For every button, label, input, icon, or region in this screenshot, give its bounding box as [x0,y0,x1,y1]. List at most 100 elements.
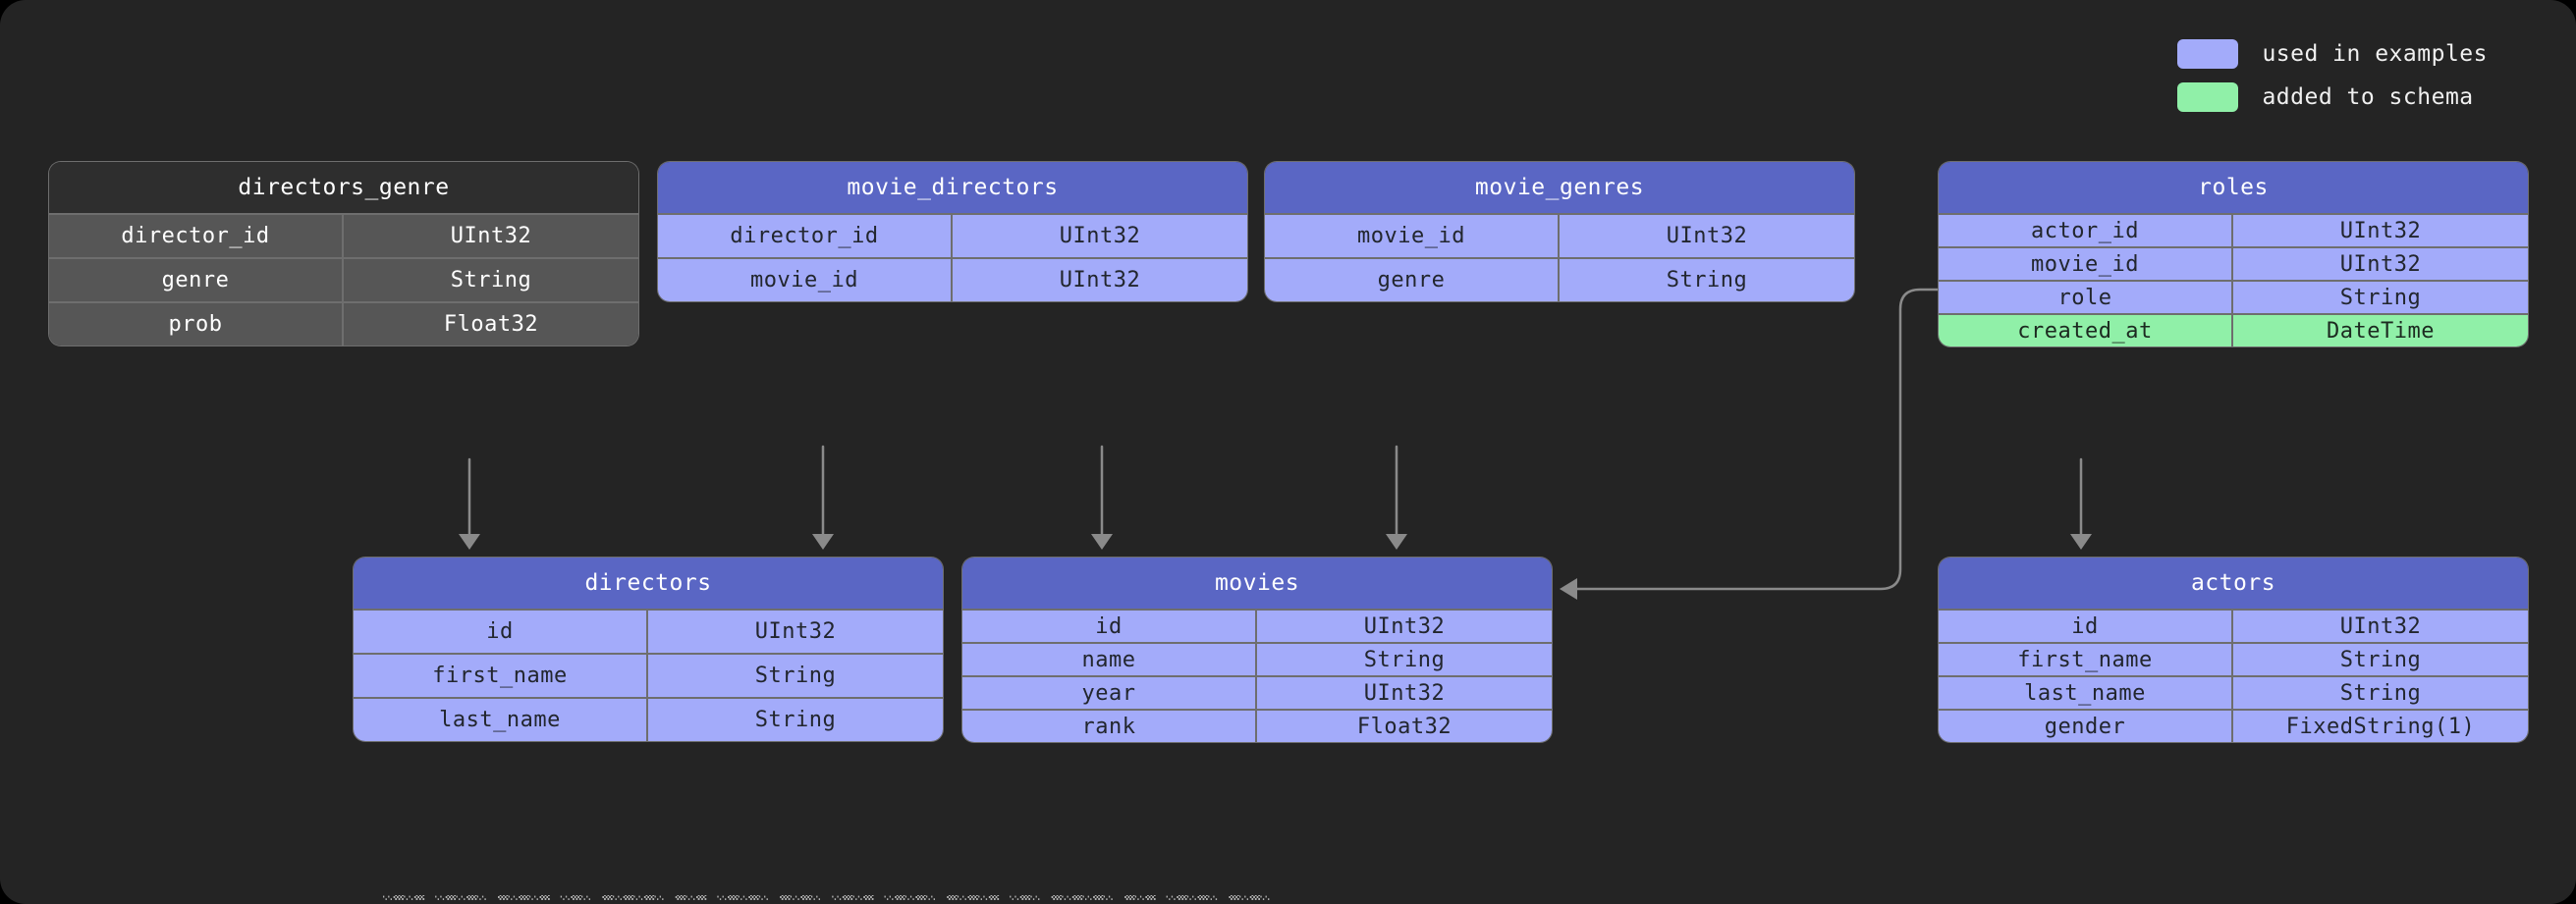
edge-arrowhead [2070,534,2092,550]
column-type-cell: String [450,268,532,292]
edge-arrowhead [1560,578,1577,600]
clipped-bottom-text-line: ░▒░▒ ░▒░▒░ ▒░▒░▒ ░▒░ ▒░▒░▒░ ▒░▒ ░▒░▒░ ▒░… [383,895,1271,901]
column-type-cell: UInt32 [1666,224,1748,248]
column-name-cell: year [962,677,1257,709]
legend-item-used-in-examples: used in examples [2177,39,2488,69]
table-row[interactable]: last_name String [354,697,943,741]
table-row[interactable]: prob Float32 [49,301,638,346]
column-name-cell: last_name [1939,677,2233,709]
table-title-movies: movies [962,558,1552,609]
legend-swatch-added-to-schema [2177,82,2239,112]
table-row[interactable]: name String [962,642,1552,675]
table-row[interactable]: movie_id UInt32 [658,257,1247,301]
column-type-cell: String [2339,285,2422,310]
edge-movie_directors-to-movies [1091,445,1113,550]
column-type-cell: String [1666,268,1748,292]
column-name-cell: prob [49,303,344,346]
column-name-cell: rank [962,711,1257,742]
column-name-cell: gender [1939,711,2233,742]
table-rows-directors_genre: director_id UInt32 genre String prob Float32 [49,213,638,346]
column-type-cell: Float32 [1356,714,1452,739]
column-name-cell: last_name [354,699,648,741]
legend: used in examples added to schema [2177,39,2488,112]
column-name-cell: director_id [658,215,953,257]
legend-label-added-to-schema: added to schema [2262,84,2474,110]
column-type-cell: UInt32 [754,619,837,644]
table-title-movie_genres: movie_genres [1265,162,1854,213]
table-row[interactable]: genre String [49,257,638,301]
column-type-cell: Float32 [443,312,539,337]
table-row[interactable]: genre String [1265,257,1854,301]
column-name-cell: movie_id [658,259,953,301]
column-type-cell: String [2339,680,2422,706]
legend-item-added-to-schema: added to schema [2177,82,2473,112]
table-row[interactable]: id UInt32 [354,609,943,653]
column-name-cell: first_name [354,655,648,697]
column-type-cell: UInt32 [450,224,532,248]
column-type-cell: UInt32 [1363,613,1446,639]
edge-arrowhead [812,534,834,550]
legend-swatch-used-in-examples [2177,39,2239,69]
column-name-cell: genre [1265,259,1560,301]
table-row[interactable]: gender FixedString(1) [1939,709,2528,742]
table-row[interactable]: last_name String [1939,675,2528,709]
edge-arrowhead [1386,534,1407,550]
column-type-cell: UInt32 [2339,613,2422,639]
table-row[interactable]: movie_id UInt32 [1939,246,2528,280]
table-row[interactable]: role String [1939,280,2528,313]
column-name-cell: id [1939,611,2233,642]
column-type-cell: UInt32 [2339,251,2422,277]
table-title-roles: roles [1939,162,2528,213]
column-name-cell: genre [49,259,344,301]
column-name-cell: first_name [1939,644,2233,675]
column-name-cell: id [962,611,1257,642]
column-name-cell: movie_id [1939,248,2233,280]
column-name-cell: role [1939,282,2233,313]
edge-directors_genre-to-directors [459,457,480,550]
column-type-cell: UInt32 [1059,268,1141,292]
table-row[interactable]: rank Float32 [962,709,1552,742]
edge-movie_directors-to-directors [812,445,834,550]
legend-label-used-in-examples: used in examples [2262,41,2488,67]
column-type-cell: String [754,708,837,732]
table-title-actors: actors [1939,558,2528,609]
table-row[interactable]: id UInt32 [1939,609,2528,642]
edge-arrowhead [459,534,480,550]
edge-movie_genres-to-movies [1386,445,1407,550]
edge-roles-to-actors [2070,457,2092,550]
column-type-cell: DateTime [2327,318,2435,344]
column-name-cell: name [962,644,1257,675]
table-title-movie_directors: movie_directors [658,162,1247,213]
column-type-cell: String [1363,647,1446,672]
column-type-cell: UInt32 [2339,218,2422,243]
column-name-cell: id [354,611,648,653]
table-row[interactable]: director_id UInt32 [49,213,638,257]
table-title-directors: directors [354,558,943,609]
edge-arrowhead [1091,534,1113,550]
table-row[interactable]: id UInt32 [962,609,1552,642]
column-name-cell: director_id [49,215,344,257]
column-type-cell: FixedString(1) [2285,714,2476,739]
